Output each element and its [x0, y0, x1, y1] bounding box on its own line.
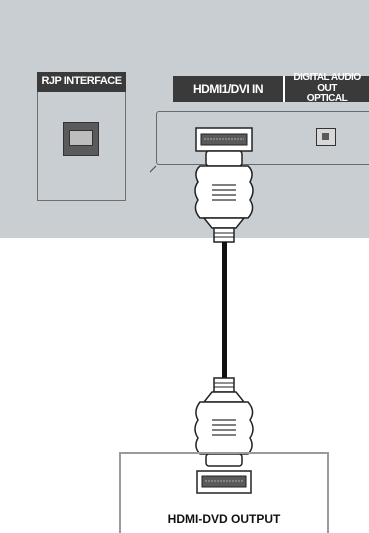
label-divider	[283, 76, 285, 102]
hdmi-in-label: HDMI1/DVI IN	[173, 76, 283, 102]
rjp-port-socket	[69, 130, 93, 146]
optical-port-socket	[322, 133, 329, 140]
hdmi-cable	[222, 242, 227, 380]
dvd-player-box	[119, 452, 329, 533]
optical-port	[316, 128, 336, 146]
rjp-port	[63, 122, 99, 156]
top-hdmi-plug	[194, 150, 254, 243]
bottom-hdmi-plug	[194, 377, 254, 467]
digital-audio-out-label: DIGITAL AUDIO OUT OPTICAL	[285, 72, 369, 105]
hdmi-dvd-output-label: HDMI-DVD OUTPUT	[167, 512, 281, 526]
digital-audio-line2: OPTICAL	[306, 93, 348, 105]
plate-notch	[149, 165, 157, 173]
dvd-hdmi-port	[196, 470, 252, 494]
connector-plate	[156, 111, 369, 165]
digital-audio-line1: DIGITAL AUDIO OUT	[293, 72, 361, 94]
rjp-interface-label: RJP INTERFACE	[37, 72, 126, 92]
